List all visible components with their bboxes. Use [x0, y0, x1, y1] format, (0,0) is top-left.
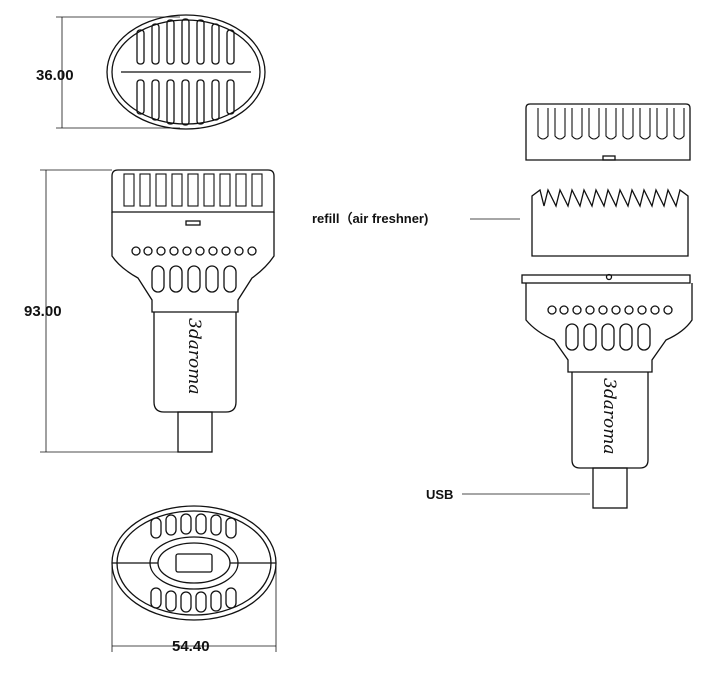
top-view — [106, 14, 266, 130]
usb-plug-exploded — [592, 467, 628, 509]
usb-label-group: USB — [426, 487, 590, 502]
dimension-36: 36.00 — [36, 16, 180, 129]
refill-air-freshner — [531, 188, 689, 257]
dimension-36-label: 36.00 — [36, 67, 74, 84]
dimension-93-label: 93.00 — [24, 303, 62, 320]
exploded-ovals — [565, 323, 651, 351]
side-view-vent-holes — [131, 246, 257, 256]
side-view-grille-slots — [123, 173, 263, 207]
brand-text-exploded: 3daroma — [599, 378, 619, 454]
refill-label: refill（air freshner) — [312, 211, 428, 226]
usb-port-bottom — [175, 553, 213, 573]
top-view-slots-upper — [136, 18, 235, 65]
bottom-view — [111, 505, 277, 621]
side-view-ovals — [151, 265, 237, 293]
side-view: 3daroma — [111, 169, 275, 453]
dimension-93: 93.00 — [24, 169, 178, 453]
bottom-view-ovals-upper — [150, 513, 237, 539]
exploded-cap-slots — [537, 108, 685, 140]
usb-plug-side — [177, 411, 213, 453]
bottom-view-ovals-lower — [150, 587, 237, 613]
brand-text-side: 3daroma — [184, 318, 204, 394]
usb-label: USB — [426, 487, 453, 502]
exploded-vent-holes — [547, 305, 673, 315]
top-view-slots-lower — [136, 79, 235, 126]
exploded-base: 3daroma — [521, 273, 693, 509]
refill-label-group: refill（air freshner) — [312, 211, 520, 226]
exploded-cap — [525, 103, 691, 161]
dimension-54-label: 54.40 — [172, 638, 210, 655]
dimension-54: 54.40 — [111, 563, 277, 655]
